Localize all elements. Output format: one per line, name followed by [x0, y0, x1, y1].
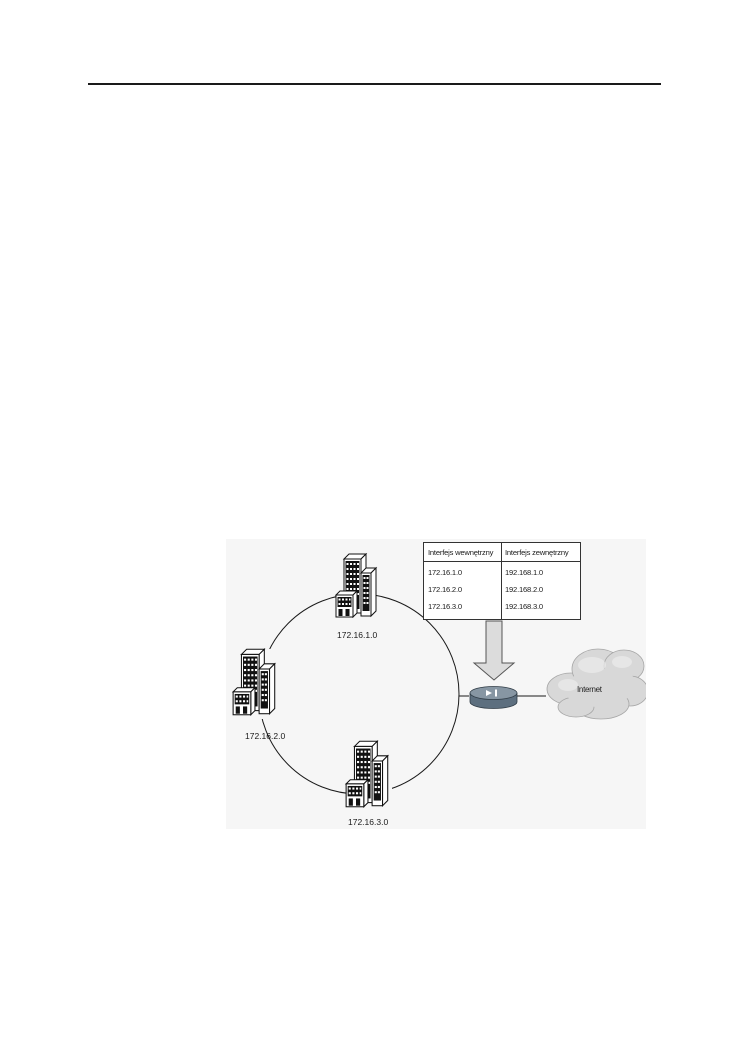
table-column-divider [501, 543, 502, 619]
site-2: 172.16.2.0 [232, 648, 285, 741]
cloud-label: Internet [577, 685, 603, 694]
site-3-label: 172.16.3.0 [348, 817, 388, 827]
diagram-canvas: 172.16.1.0 172.16.2.0 172.16.3.0 [232, 553, 646, 827]
nat-translation-table: Interfejs wewnętrzny Interfejs zewnętrzn… [423, 542, 581, 620]
nat-network-diagram: 172.16.1.0 172.16.2.0 172.16.3.0 [226, 539, 646, 829]
table-cell-internal: 172.16.1.0 [428, 568, 462, 577]
down-arrow-icon [472, 620, 516, 681]
site-2-label: 172.16.2.0 [245, 731, 285, 741]
internet-cloud-icon: Internet [546, 648, 646, 720]
table-cell-internal: 172.16.3.0 [428, 602, 462, 611]
top-rule [88, 83, 661, 85]
site-1-label: 172.16.1.0 [337, 630, 377, 640]
site-3: 172.16.3.0 [345, 739, 392, 827]
table-header-divider [424, 561, 580, 562]
site-1: 172.16.1.0 [335, 553, 377, 640]
table-cell-external: 192.168.3.0 [505, 602, 543, 611]
header-internal-interface: Interfejs wewnętrzny [428, 548, 494, 557]
table-cell-external: 192.168.1.0 [505, 568, 543, 577]
nat-router-icon [469, 686, 518, 709]
table-cell-external: 192.168.2.0 [505, 585, 543, 594]
table-cell-internal: 172.16.2.0 [428, 585, 462, 594]
header-external-interface: Interfejs zewnętrzny [505, 548, 569, 557]
